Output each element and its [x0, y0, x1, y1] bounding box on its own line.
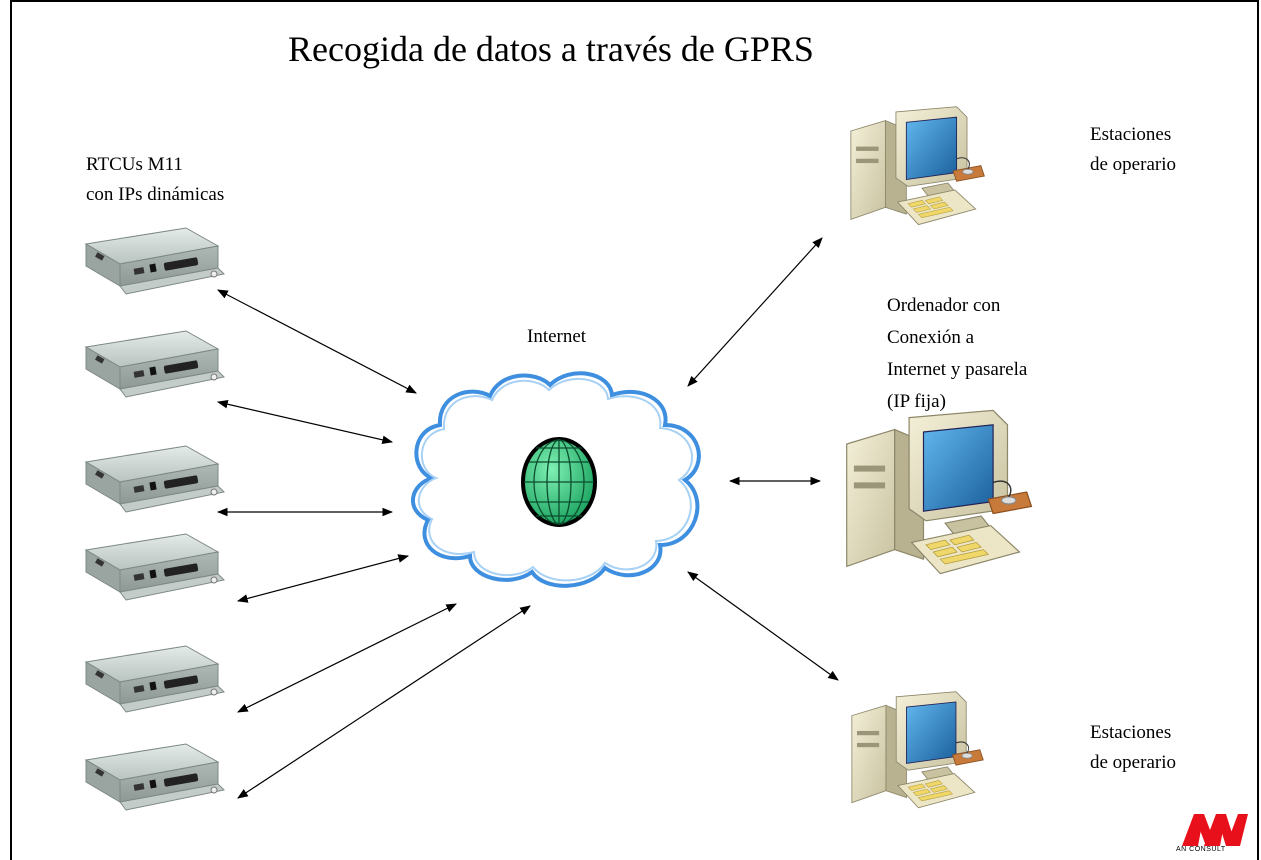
an-consult-logo — [1182, 814, 1248, 846]
rtcu-device — [85, 330, 225, 398]
rtcu-device — [85, 533, 225, 601]
gateway-computer — [845, 409, 1033, 575]
rtcu-device — [85, 743, 225, 811]
rtcu-device — [85, 227, 225, 295]
operator-stations-bottom-label: Estaciones de operario — [1090, 722, 1176, 773]
operator-stations-top-label: Estaciones de operario — [1090, 124, 1176, 175]
operator-workstation-top — [850, 106, 985, 226]
logo-text: AN CONSULT — [1176, 846, 1226, 853]
rtcu-device — [85, 645, 225, 713]
internet-label: Internet — [527, 326, 587, 347]
rtcu-device — [85, 445, 225, 513]
rtcu-label: RTCUs M11 con IPs dinámicas — [86, 154, 225, 205]
connection-arrows — [216, 237, 839, 799]
slide-frame — [10, 0, 1259, 860]
operator-workstation-bottom — [851, 691, 984, 809]
page-title: Recogida de datos a través de GPRS — [288, 29, 814, 69]
globe-icon — [521, 437, 597, 527]
gateway-computer-label: Ordenador con Conexión a Internet y pasa… — [887, 295, 1028, 412]
